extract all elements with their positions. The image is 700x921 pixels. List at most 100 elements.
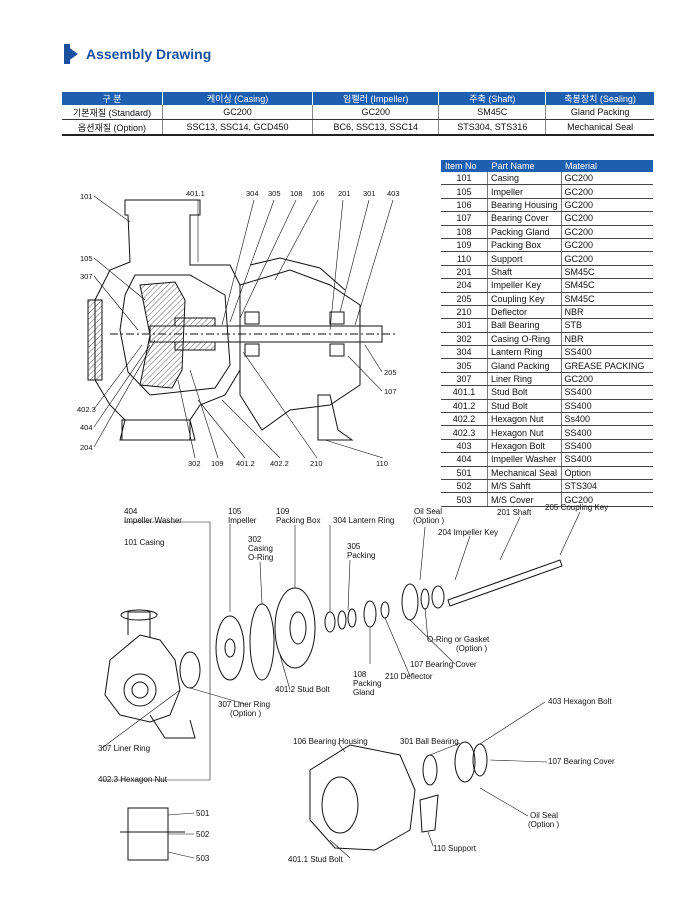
parts-material: STB — [561, 318, 653, 333]
parts-material: GC200 — [561, 372, 653, 387]
exploded-packing-box-inner — [289, 611, 307, 645]
label-402-3: 402.3 — [77, 405, 96, 414]
parts-name: Ball Bearing — [487, 318, 562, 333]
label-402-3-ex: 402.3 Hexagon Nut — [98, 775, 168, 784]
bearing-rear-lower — [329, 343, 345, 357]
label-107: 107 — [384, 387, 397, 396]
label-106-ex: 106 Bearing Housing — [293, 737, 368, 746]
parts-name: Casing — [487, 172, 562, 186]
parts-item-no: 501 — [441, 466, 488, 480]
label-106: 106 — [312, 189, 325, 198]
label-oilseal: Oil Seal — [414, 507, 442, 516]
label-502: 502 — [196, 830, 210, 839]
parts-item-no: 502 — [441, 479, 488, 494]
material-cell: 기본재질 (Standard) — [62, 105, 163, 120]
label-301: 301 — [363, 189, 376, 198]
label-108-num: 108 — [353, 670, 367, 679]
material-header-cell: 케이싱 (Casing) — [161, 92, 313, 105]
exploded-oring-gasket — [420, 588, 430, 610]
parts-name: Liner Ring — [487, 372, 562, 387]
label-307: 307 — [80, 272, 93, 281]
label-105-name: Impeller — [228, 516, 257, 525]
parts-item-no: 401.1 — [441, 385, 488, 400]
material-cell: Mechanical Seal — [545, 119, 654, 136]
label-305-name: Packing — [347, 551, 375, 560]
label-302-name: Casing — [248, 544, 273, 553]
label-304: 304 — [246, 189, 259, 198]
parts-name: Coupling Key — [487, 292, 562, 306]
exploded-casing — [104, 634, 181, 723]
material-table-row: 기본재질 (Standard) GC200 GC200 SM45C Gland … — [62, 105, 654, 120]
title-arrow-icon — [64, 44, 78, 64]
parts-material: SS400 — [561, 452, 653, 467]
packing-section — [174, 317, 216, 327]
bearing-front — [244, 311, 260, 325]
parts-name: Lantern Ring — [487, 345, 562, 360]
exploded-housing-bore — [321, 776, 359, 834]
parts-material: GC200 — [561, 238, 653, 253]
label-210-ex: 210 Deflector — [385, 672, 433, 681]
parts-item-no: 101 — [441, 172, 488, 186]
label-108-name2: Gland — [353, 688, 374, 697]
material-cell: SM45C — [438, 105, 546, 120]
exploded-lantern-ring — [324, 611, 336, 633]
parts-item-no: 205 — [441, 292, 488, 306]
label-oring-opt: (Option ) — [456, 644, 487, 653]
label-404-num: 404 — [124, 507, 138, 516]
label-402-2: 402.2 — [270, 459, 289, 468]
parts-name: Impeller — [487, 184, 562, 199]
parts-header-cell: Item No — [441, 160, 488, 172]
material-cell: STS304, STS316 — [438, 119, 546, 136]
casing-flange-hatch — [87, 299, 103, 381]
label-305: 305 — [268, 189, 281, 198]
bearing-front-lower — [244, 343, 260, 357]
label-201-ex: 201 Shaft — [497, 508, 532, 517]
exploded-packing-1 — [337, 610, 347, 630]
parts-name: Hexagon Bolt — [487, 439, 562, 454]
parts-name: Bearing Housing — [487, 198, 562, 213]
parts-material: GC200 — [561, 198, 653, 213]
parts-material: SS400 — [561, 399, 653, 414]
label-201: 201 — [338, 189, 351, 198]
parts-item-no: 105 — [441, 184, 488, 199]
material-table: 구 분 케이싱 (Casing) 임펠러 (Impeller) 주축 (Shaf… — [62, 92, 654, 136]
parts-material: SS400 — [561, 425, 653, 440]
label-503: 503 — [196, 854, 210, 863]
exploded-packing-gland — [363, 600, 377, 628]
exploded-packing-2 — [347, 608, 357, 628]
label-oilseal-opt: (Option ) — [413, 516, 444, 525]
material-cell: GC200 — [161, 105, 313, 120]
parts-item-no: 307 — [441, 372, 488, 387]
page-title: Assembly Drawing — [86, 46, 212, 62]
label-307-liner-b: 307 Liner Ring — [98, 744, 150, 753]
label-302: 302 — [188, 459, 201, 468]
label-204: 204 — [80, 443, 93, 452]
label-401-2-ex: 401.2 Stud Bolt — [275, 685, 330, 694]
label-302-num: 302 — [248, 535, 262, 544]
parts-item-no: 301 — [441, 318, 488, 333]
parts-name: Support — [487, 251, 562, 266]
material-table-row: 옵션재질 (Option) SSC13, SSC14, GCD450 BC6, … — [62, 119, 654, 136]
label-307-liner-opt: (Option ) — [230, 709, 261, 718]
material-cell: GC200 — [312, 105, 439, 120]
casing-inner — [119, 274, 231, 396]
label-307-liner-a: 307 Liner Ring — [218, 700, 270, 709]
parts-name: Packing Box — [487, 238, 562, 253]
label-oilseal-2-opt: (Option ) — [528, 820, 559, 829]
parts-name: Impeller Washer — [487, 452, 562, 467]
label-401-1: 401.1 — [186, 189, 205, 198]
exploded-bearing-cover-2 — [454, 741, 476, 783]
parts-material: GC200 — [561, 172, 653, 186]
